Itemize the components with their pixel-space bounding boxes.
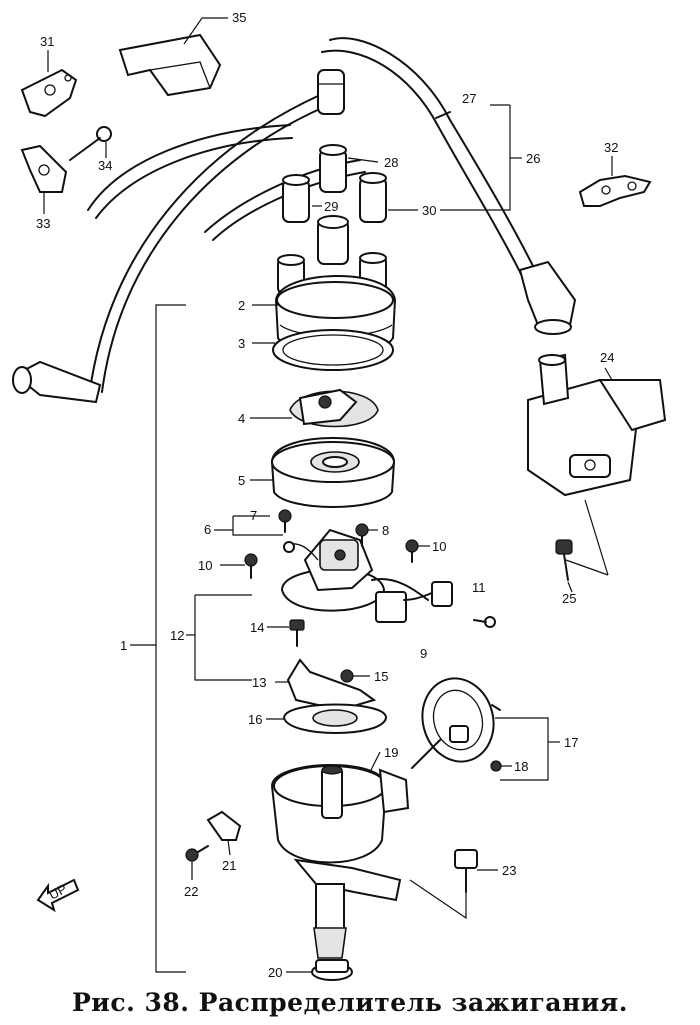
callout-17: 17 (564, 735, 578, 750)
screw-18 (490, 760, 502, 772)
breaker-plate-12 (280, 528, 386, 612)
screw-34 (69, 126, 112, 161)
callout-7: 7 (250, 508, 257, 523)
cap-gasket-3 (272, 329, 394, 371)
callout-27: 27 (462, 91, 476, 106)
callout-31: 31 (40, 34, 54, 49)
screw-11 (473, 616, 496, 628)
callout-20: 20 (268, 965, 282, 980)
callout-29: 29 (324, 199, 338, 214)
screw-7 (278, 509, 292, 533)
bolt-23 (454, 849, 478, 893)
plug-boot-29 (282, 174, 310, 223)
ignition-coil-24 (527, 353, 667, 497)
plug-boot-30 (359, 172, 387, 223)
callout-labels: 1 2 3 4 5 6 7 8 9 10 10 11 12 13 14 15 1… (36, 10, 618, 980)
callout-13: 13 (252, 675, 266, 690)
plug-boot-28 (319, 144, 347, 193)
callout-9: 9 (420, 646, 427, 661)
vacuum-advance-17 (411, 677, 501, 769)
coil-wire-boot (317, 69, 345, 115)
bolt-22 (185, 845, 209, 862)
callout-21: 21 (222, 858, 236, 873)
callout-35: 35 (232, 10, 246, 25)
callout-26: 26 (526, 151, 540, 166)
callout-34: 34 (98, 158, 112, 173)
callout-30: 30 (422, 203, 436, 218)
callout-33: 33 (36, 216, 50, 231)
bolt-25 (555, 539, 573, 581)
dust-seal-5 (270, 437, 396, 508)
callout-16: 16 (248, 712, 262, 727)
plate-16 (282, 703, 388, 734)
pickup-connector-9 (371, 578, 453, 623)
callout-15: 15 (374, 669, 388, 684)
callout-2: 2 (238, 298, 245, 313)
callout-1: 1 (120, 638, 127, 653)
callout-5: 5 (238, 473, 245, 488)
callout-24: 24 (600, 350, 614, 365)
drive-gear-20 (311, 959, 353, 981)
callout-14: 14 (250, 620, 264, 635)
callout-10-right: 10 (432, 539, 446, 554)
leader-lines (43, 17, 613, 973)
callout-18: 18 (514, 759, 528, 774)
callout-23: 23 (502, 863, 516, 878)
callout-25: 25 (562, 591, 576, 606)
callout-3: 3 (238, 336, 245, 351)
callout-10-left: 10 (198, 558, 212, 573)
distributor-housing-19 (270, 764, 410, 959)
screw-15 (340, 669, 354, 683)
screw-14 (289, 619, 305, 647)
screw-10-left (244, 553, 258, 579)
callout-22: 22 (184, 884, 198, 899)
ignition-wire-main (321, 37, 577, 335)
figure-caption: Рис. 38. Распределитель зажигания. (72, 988, 628, 1017)
clamp-21 (206, 810, 242, 841)
callout-19: 19 (384, 745, 398, 760)
rotor-4 (289, 388, 379, 428)
wire-cover-35 (118, 33, 222, 97)
callout-32: 32 (604, 140, 618, 155)
screw-10-right (405, 539, 419, 563)
callout-8: 8 (382, 523, 389, 538)
plate-13 (286, 658, 377, 712)
ignition-wire-long-left (12, 94, 323, 404)
callout-4: 4 (238, 411, 245, 426)
callout-12: 12 (170, 628, 184, 643)
clip-32 (578, 174, 652, 207)
bracket-33 (20, 144, 68, 193)
callout-28: 28 (384, 155, 398, 170)
callout-6: 6 (204, 522, 211, 537)
callout-11: 11 (472, 580, 486, 595)
clamp-31 (20, 68, 78, 118)
direction-marker-label: UP (46, 881, 69, 903)
ignition-wire-short-a (87, 124, 293, 219)
direction-arrow-icon: UP (36, 878, 80, 913)
